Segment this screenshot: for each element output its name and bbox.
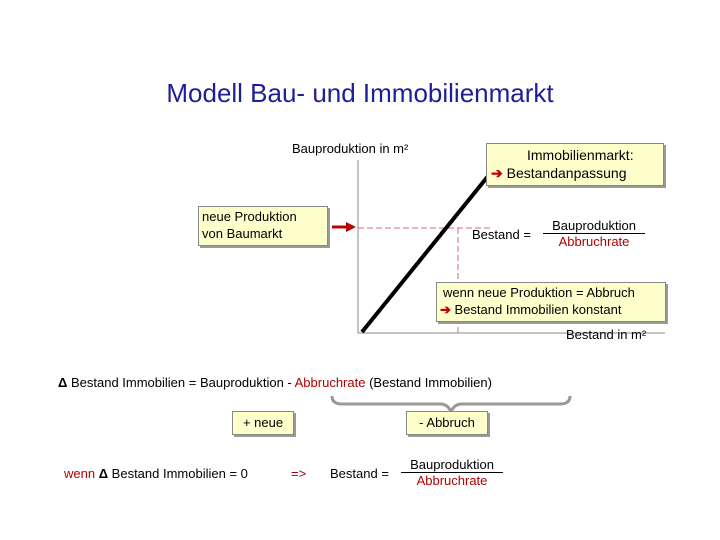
equation-rate: Abbruchrate — [294, 375, 366, 390]
market-box-line1: Immobilienmarkt: — [527, 147, 634, 163]
x-axis-label: Bestand in m² — [566, 327, 647, 342]
new-production-box: neue Produktion von Baumarkt — [198, 206, 328, 246]
condition-text: wenn Δ Bestand Immobilien = 0 — [64, 466, 248, 481]
page-title: Modell Bau- und Immobilienmarkt — [166, 78, 554, 108]
equilibrium-line2: Bestand Immobilien konstant — [454, 302, 622, 317]
minus-demolition-label: - Abbruch — [419, 415, 475, 430]
minus-demolition-box: - Abbruch — [406, 411, 488, 435]
plus-new-box: + neue — [232, 411, 294, 435]
curly-brace-icon — [330, 395, 572, 417]
right-arrow-icon: ➔ — [491, 165, 503, 181]
condition-equation: Bestand Immobilien = 0 — [111, 466, 248, 481]
result-prefix: Bestand = — [330, 466, 389, 481]
new-production-line2: von Baumarkt — [202, 226, 283, 241]
market-box: Immobilienmarkt: ➔ Bestandanpassung — [486, 143, 664, 186]
equation-paren: (Bestand Immobilien) — [369, 375, 492, 390]
market-box-line2-row: ➔ Bestandanpassung — [491, 165, 627, 182]
market-box-line2: Bestandanpassung — [506, 165, 627, 181]
equation-lhs: Bestand Immobilien = Bauproduktion - — [70, 375, 292, 390]
new-production-line1: neue Produktion — [202, 209, 297, 224]
right-arrow-icon: ➔ — [440, 302, 451, 317]
result-numerator: Bauproduktion — [401, 457, 503, 473]
condition-wenn: wenn — [64, 466, 96, 481]
plus-new-label: + neue — [242, 415, 284, 430]
y-axis-label: Bauproduktion in m² — [292, 141, 409, 156]
condition-delta-symbol: Δ — [98, 466, 109, 481]
stock-line — [360, 163, 499, 334]
stock-change-equation: Δ Bestand Immobilien = Bauproduktion - A… — [58, 375, 492, 390]
stock-eq-denominator: Abbruchrate — [558, 234, 630, 249]
stock-eq-fraction: Bauproduktion Abbruchrate — [543, 218, 645, 249]
result-fraction: Bauproduktion Abbruchrate — [401, 457, 503, 488]
implies-symbol: => — [291, 466, 307, 481]
delta-symbol: Δ — [58, 375, 68, 390]
equilibrium-box: wenn neue Produktion = Abbruch ➔ Bestand… — [436, 282, 666, 322]
result-denominator: Abbruchrate — [416, 473, 488, 488]
equilibrium-line1: wenn neue Produktion = Abbruch — [443, 285, 635, 300]
right-arrow-icon — [332, 222, 356, 232]
stock-eq-prefix: Bestand = — [472, 227, 531, 242]
equilibrium-line2-row: ➔ Bestand Immobilien konstant — [440, 302, 621, 318]
stock-eq-numerator: Bauproduktion — [543, 218, 645, 234]
